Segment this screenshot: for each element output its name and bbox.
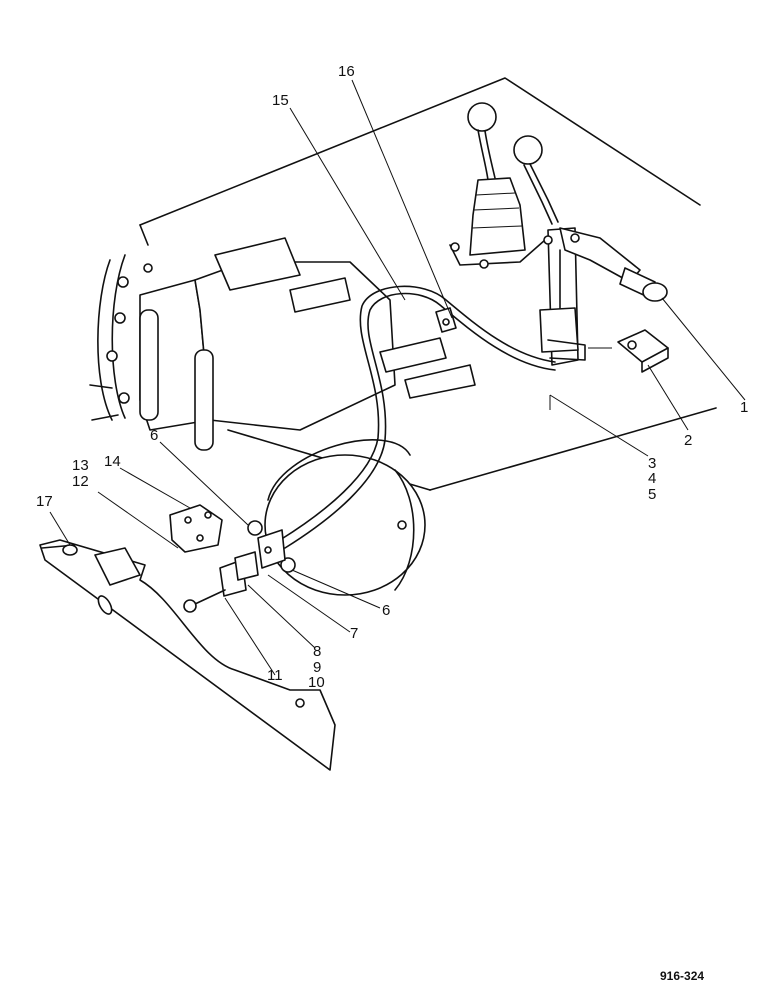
figure-reference: 916-324 [660, 969, 705, 983]
callout-2: 2 [684, 432, 693, 449]
callout-10: 10 [308, 674, 325, 691]
callout-3: 3 [648, 455, 657, 472]
callout-6-upper: 6 [150, 427, 159, 444]
bracket-14 [169, 504, 223, 553]
leader-lines [49, 79, 746, 676]
callout-7: 7 [350, 625, 359, 642]
callout-6-lower: 6 [382, 602, 391, 619]
transmission-housing [89, 237, 476, 451]
callout-9: 9 [313, 659, 322, 676]
callout-13: 13 [72, 457, 89, 474]
callout-8: 8 [313, 643, 322, 660]
spacers [247, 520, 296, 573]
callout-15: 15 [272, 92, 289, 109]
bracket-7 [257, 529, 286, 569]
control-lever-assembly [539, 227, 668, 366]
control-cable [279, 285, 556, 549]
gear-shift-levers [449, 102, 559, 269]
clevis-part [588, 329, 669, 373]
callout-5: 5 [648, 486, 657, 503]
linkage-small-parts [183, 551, 259, 613]
callout-14: 14 [104, 453, 121, 470]
callout-1: 1 [740, 399, 749, 416]
callout-11: 11 [267, 667, 283, 684]
drum [264, 439, 426, 596]
callout-4: 4 [648, 470, 657, 487]
callout-12: 12 [72, 473, 89, 490]
callout-17: 17 [36, 493, 53, 510]
callout-16: 16 [338, 63, 355, 80]
base-plate-17 [39, 539, 336, 771]
